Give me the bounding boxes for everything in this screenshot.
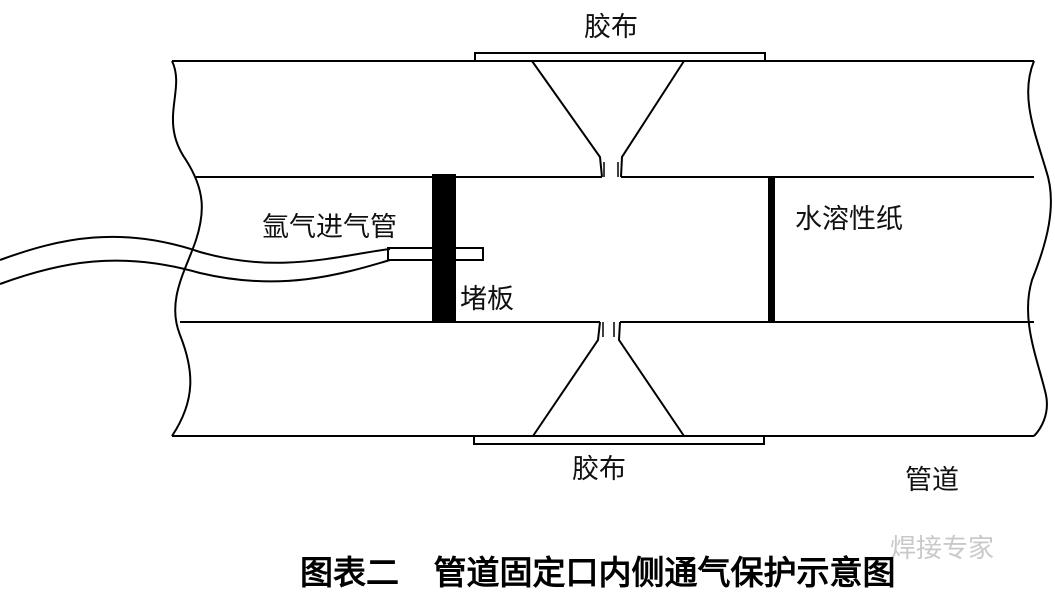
argon-hose-lower-line bbox=[0, 259, 391, 285]
figure-caption: 图表二 管道固定口内侧通气保护示意图 bbox=[300, 553, 895, 592]
tape-top-strip bbox=[474, 52, 766, 61]
tape-bottom-strip bbox=[473, 436, 765, 445]
weld-groove-bottom-right bbox=[617, 321, 685, 437]
watermark: 焊接专家 bbox=[890, 534, 994, 564]
argon-hose-upper-line bbox=[0, 235, 391, 264]
pipe-right-break-line bbox=[1027, 60, 1052, 437]
weld-groove-top-right bbox=[620, 60, 685, 178]
weld-groove-top-left bbox=[531, 60, 603, 178]
tape-bottom-label: 胶布 bbox=[572, 454, 626, 485]
water-soluble-paper-label: 水溶性纸 bbox=[795, 204, 903, 235]
blocking-plate bbox=[432, 174, 456, 322]
water-soluble-paper bbox=[768, 176, 775, 322]
pipe-label: 管道 bbox=[905, 465, 959, 496]
tape-top-label: 胶布 bbox=[584, 12, 638, 43]
pipe-left-break-line bbox=[171, 60, 203, 437]
weld-groove-bottom-left bbox=[532, 321, 601, 437]
argon-inlet-label: 氩气进气管 bbox=[262, 212, 397, 243]
blocking-plate-label: 堵板 bbox=[460, 284, 514, 315]
